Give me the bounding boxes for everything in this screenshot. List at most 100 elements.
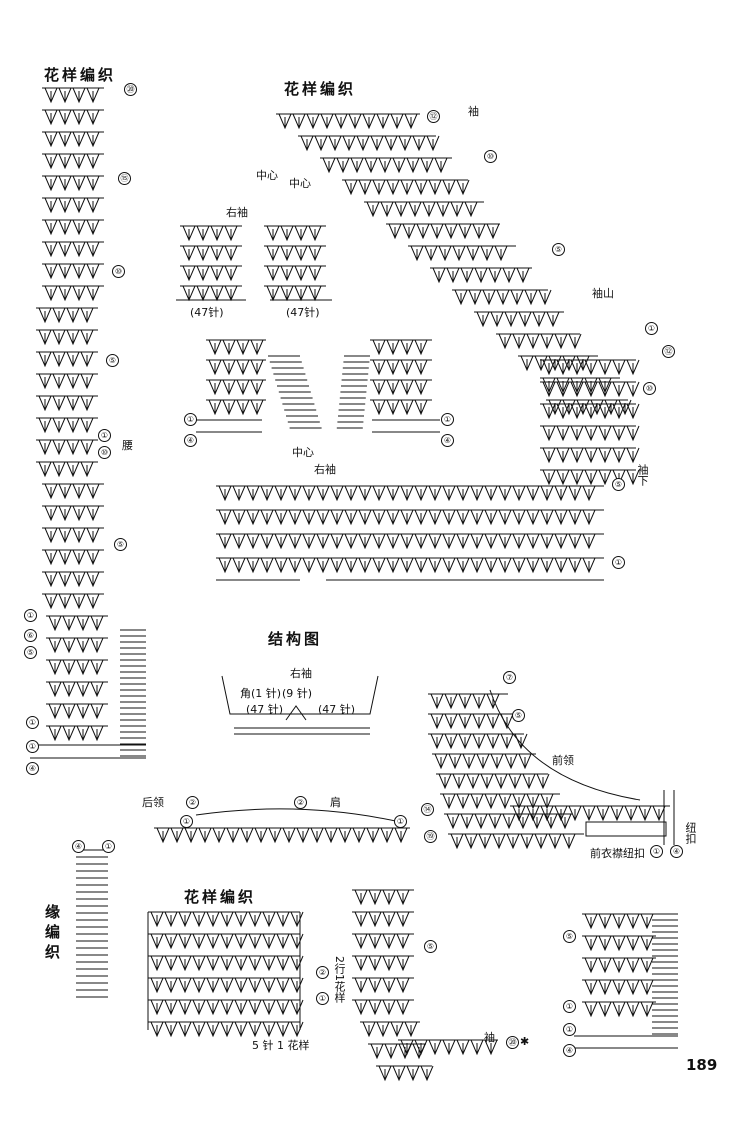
- sleeve-cap-row-6-stitches: [410, 245, 508, 262]
- front-row-2-stitches: [430, 733, 528, 750]
- row-marker-10d: ⑩: [643, 382, 656, 395]
- swatch-sides: [147, 912, 301, 1030]
- detail-a-row-1-stitches: [182, 245, 238, 262]
- row-marker-10c: ⑩: [484, 150, 497, 163]
- row-marker-15: ⑮: [118, 172, 131, 185]
- row-marker-5h: ⑤: [563, 930, 576, 943]
- row-marker-4d: ④: [670, 845, 683, 858]
- detail-c-row-3-stitches: [208, 399, 264, 416]
- row-marker-1: ①: [98, 429, 111, 442]
- lower-sleeve-row-1-stitches: [354, 911, 410, 928]
- sleeve-cap-row-3-stitches: [344, 179, 470, 196]
- lower-sleeve-row-2-stitches: [354, 933, 410, 950]
- front-row-3-stitches: [434, 753, 532, 770]
- body-strip-row-20-stitches: [44, 527, 100, 544]
- sleeve-cap-row-8-stitches: [454, 289, 552, 306]
- row-marker-1m: ①: [102, 840, 115, 853]
- body-strip-row-8-stitches: [44, 263, 100, 280]
- detail-a-row-0-stitches: [182, 225, 238, 242]
- body-strip-row-16-stitches: [38, 439, 94, 456]
- lower-sleeve-row-3-stitches: [354, 955, 410, 972]
- bottom-right-row-1-stitches: [584, 935, 654, 952]
- row-marker-14: ⑭: [421, 803, 434, 816]
- button-placket: [585, 821, 667, 837]
- row-marker-4b: ④: [184, 434, 197, 447]
- detail-c-row-1-stitches: [208, 359, 264, 376]
- front-row-6-stitches: [446, 813, 572, 830]
- sleeve-cap-row-2-stitches: [322, 157, 448, 174]
- structure-right-sleeve: 右袖: [290, 667, 312, 680]
- swatch-row-5-stitches: [150, 1021, 304, 1038]
- sleeve-side-row-4-stitches: [542, 447, 640, 464]
- body-strip-row-13-stitches: [38, 373, 94, 390]
- body-strip-row-27-stitches: [48, 681, 104, 698]
- sleeve-cap-row-9-stitches: [476, 311, 560, 328]
- front-neck-label: 前领: [552, 754, 574, 767]
- row-marker-4e: ④: [72, 840, 85, 853]
- back-neck-curve: [195, 808, 401, 823]
- body-strip-row-19-stitches: [44, 505, 100, 522]
- row-marker-20b: ⑳: [506, 1036, 519, 1049]
- body-strip-row-26-stitches: [48, 659, 104, 676]
- detail-d-row-2-stitches: [372, 379, 428, 396]
- body-strip-row-18-stitches: [44, 483, 100, 500]
- sleeve-cap-row-5-stitches: [388, 223, 500, 240]
- row-marker-2b: ②: [294, 796, 307, 809]
- body-strip-row-6-stitches: [44, 219, 100, 236]
- body-strip-row-23-stitches: [44, 593, 100, 610]
- body-base-lines: [30, 744, 146, 759]
- row-marker-20: ⑳: [124, 83, 137, 96]
- lower-sleeve-base-stitches: [400, 1039, 498, 1056]
- nine-stitch-label: (9 针): [282, 687, 313, 700]
- row-marker-4: ④: [26, 762, 39, 775]
- pattern-title-top: 花样编织: [284, 80, 357, 98]
- row-marker-1e: ①: [645, 322, 658, 335]
- body-strip-row-28-stitches: [48, 703, 104, 720]
- row-marker-1n: ①: [563, 1000, 576, 1013]
- sleeve-cap-label: 袖山: [592, 287, 614, 300]
- shoulder-label: 肩: [330, 796, 341, 809]
- sleeve-cap-row-0-stitches: [278, 113, 418, 130]
- stitch-count-left: (47针): [190, 306, 224, 319]
- lower-sleeve-row-5-stitches: [354, 999, 410, 1016]
- sleeve-cap-row-7-stitches: [432, 267, 530, 284]
- edging-title: 缘编织: [43, 904, 61, 964]
- detail-c-row-2-stitches: [208, 379, 264, 396]
- lower-sleeve-row-0-stitches: [354, 889, 410, 906]
- body-strip-row-5-stitches: [44, 197, 100, 214]
- swatch-row-0-stitches: [150, 911, 304, 928]
- swatch-row-4-stitches: [150, 999, 304, 1016]
- body-strip-row-12-stitches: [38, 351, 94, 368]
- detail-b-row-1-stitches: [266, 245, 322, 262]
- detail-b-row-2-stitches: [266, 265, 322, 282]
- body-strip-row-24-stitches: [48, 615, 104, 632]
- detail-b-row-3-stitches: [266, 285, 322, 302]
- detail-hatch: [268, 355, 370, 429]
- center-label-3: 中心: [292, 446, 314, 459]
- sleeve-cap-row-1-stitches: [300, 135, 440, 152]
- structure-corner: [285, 705, 307, 721]
- sleeve-side-row-1-stitches: [542, 381, 640, 398]
- page-number: 189: [686, 1056, 718, 1074]
- star-mark: ✱: [520, 1035, 530, 1048]
- pattern-title-left: 花样编织: [44, 66, 117, 84]
- body-border-hatch: [120, 629, 146, 757]
- body-strip-row-0-stitches: [44, 87, 100, 104]
- front-base-row-stitches: [512, 805, 666, 822]
- row-marker-5: ⑤: [106, 354, 119, 367]
- structure-title: 结构图: [268, 630, 323, 648]
- sleeve-cap-row-11-stitches: [520, 355, 590, 372]
- body-strip-row-9-stitches: [44, 285, 100, 302]
- detail-a-row-2-stitches: [182, 265, 238, 282]
- bottom-right-hatch: [652, 913, 678, 1035]
- front-row-5-stitches: [442, 793, 554, 810]
- row-marker-1f: ①: [612, 556, 625, 569]
- pattern-repeat-rows: 2行1花样: [333, 956, 346, 1003]
- row-marker-12: ⑫: [427, 110, 440, 123]
- sleeve-label: 袖: [468, 105, 479, 118]
- front-placket-button-label: 前衣襟纽扣: [590, 847, 645, 860]
- row-marker-2c: ②: [316, 966, 329, 979]
- row-marker-12b: ⑫: [662, 345, 675, 358]
- front-row-7-stitches: [450, 833, 576, 850]
- center-label-1: 中心: [256, 169, 278, 182]
